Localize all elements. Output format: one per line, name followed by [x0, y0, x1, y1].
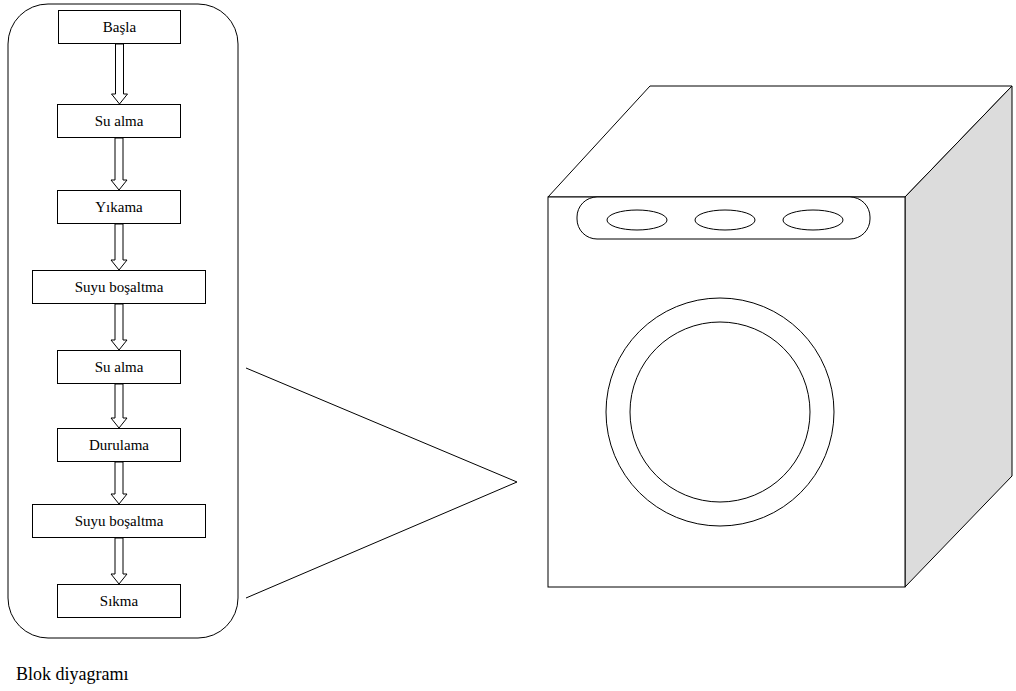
process-box: Yıkama — [57, 190, 181, 224]
flow-outline — [8, 4, 238, 638]
box-label: Su alma — [95, 359, 144, 376]
control-knob — [783, 210, 843, 230]
process-box: Başla — [58, 10, 181, 44]
box-label: Başla — [103, 19, 136, 36]
callout-lines — [246, 368, 517, 598]
process-box: Durulama — [57, 428, 181, 462]
control-knob — [695, 210, 755, 230]
control-knob — [607, 210, 667, 230]
flow-arrow — [111, 304, 127, 350]
machine-front — [548, 197, 905, 587]
process-box: Suyu boşaltma — [32, 504, 206, 538]
door-inner — [630, 322, 810, 502]
flow-arrow — [111, 384, 127, 428]
box-label: Suyu boşaltma — [75, 279, 164, 296]
flow-arrow — [112, 44, 128, 104]
door-outer — [606, 298, 834, 526]
flow-arrow — [111, 138, 127, 190]
box-label: Durulama — [89, 437, 149, 454]
process-box: Sıkma — [57, 584, 181, 618]
flow-arrow — [111, 224, 127, 270]
flow-arrow — [111, 538, 127, 584]
process-box: Su alma — [57, 350, 181, 384]
control-panel — [577, 197, 870, 239]
process-box: Suyu boşaltma — [32, 270, 206, 304]
box-label: Su alma — [95, 113, 144, 130]
box-label: Yıkama — [95, 199, 142, 216]
caption: Blok diyagramı — [16, 664, 128, 685]
box-label: Sıkma — [100, 593, 138, 610]
machine-side — [905, 86, 1012, 587]
process-box: Su alma — [57, 104, 181, 138]
box-label: Suyu boşaltma — [75, 513, 164, 530]
flow-arrow — [111, 462, 127, 504]
